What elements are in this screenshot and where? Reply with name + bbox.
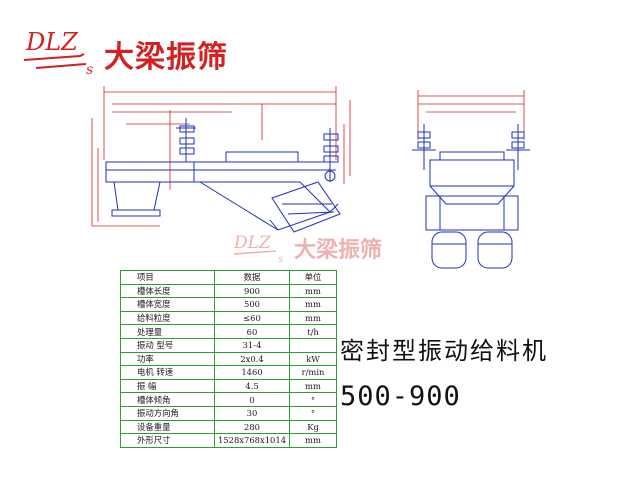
spec-cell-value: 31-4 [214,337,290,353]
spec-cell-value: 数据 [214,270,290,285]
watermark-letters: DLZ [233,233,272,253]
logo-sub-letter: s [86,62,93,78]
spec-cell-unit: 单位 [289,270,337,285]
spec-cell-item: 电机 转速 [120,365,215,380]
spec-cell-value: 1528x768x1014 [214,433,290,448]
side-view [91,86,351,233]
spec-cell-item: 项目 [120,270,215,285]
brand-logo: DLZ s 大梁振筛 [20,18,260,78]
spec-cell-unit: mm [289,378,337,394]
spec-cell-value: 280 [214,419,290,435]
spec-cell-unit: t/h [289,324,337,339]
watermark-name: 大梁振筛 [294,238,383,263]
spec-cell-value: 1460 [214,365,290,380]
spec-cell-value: 30 [214,405,290,421]
end-dimensions [417,90,525,140]
spec-cell-value: 2x0.4 [214,351,290,367]
spec-cell-value: 60 [214,324,290,339]
spec-cell-item: 振动 型号 [120,337,215,353]
product-name: 密封型振动给料机 [340,337,548,365]
spec-cell-value: 0 [214,392,290,407]
spec-cell-value: 4.5 [214,378,290,394]
spec-cell-unit: Kg [289,419,337,435]
spec-cell-item: 槽体长度 [120,283,215,299]
logo-letters: DLZ [25,28,79,56]
spec-cell-unit: mm [289,310,337,326]
brand-name: 大梁振筛 [104,40,228,75]
dlzs-logo-mark: DLZ s [23,28,93,78]
spec-cell-item: 槽体倾角 [120,392,215,407]
end-view [412,90,530,269]
spec-cell-unit: mm [289,433,337,448]
spec-cell-item: 振动方向角 [120,405,215,421]
spec-cell-unit [289,337,337,353]
spec-table-header: 项目数据单位 [120,270,337,285]
spec-cell-item: 外形尺寸 [120,433,215,448]
spec-cell-item: 槽体宽度 [120,297,215,312]
spec-cell-unit: r/min [289,365,337,380]
watermark-sub-letter: s [278,254,283,265]
spec-cell-item: 设备重量 [120,419,215,435]
spec-cell-unit: kW [289,351,337,367]
spec-cell-unit: ° [289,405,337,421]
spec-cell-unit: ° [289,392,337,407]
spec-cell-value: 900 [214,283,290,299]
watermark-logo-mark: DLZ s [233,233,283,265]
spec-cell-item: 振 幅 [120,378,215,394]
spec-cell-value: ≤60 [214,310,290,326]
spec-cell-value: 500 [214,297,290,312]
spec-cell-item: 功率 [120,351,215,367]
spec-cell-unit: mm [289,283,337,299]
side-dimensions [91,86,351,227]
spec-cell-item: 给料粒度 [120,310,215,326]
product-model: 500-900 [340,381,461,412]
spec-cell-unit: mm [289,297,337,312]
spec-cell-item: 处理量 [120,324,215,339]
brand-watermark: DLZ s 大梁振筛 [232,226,432,266]
